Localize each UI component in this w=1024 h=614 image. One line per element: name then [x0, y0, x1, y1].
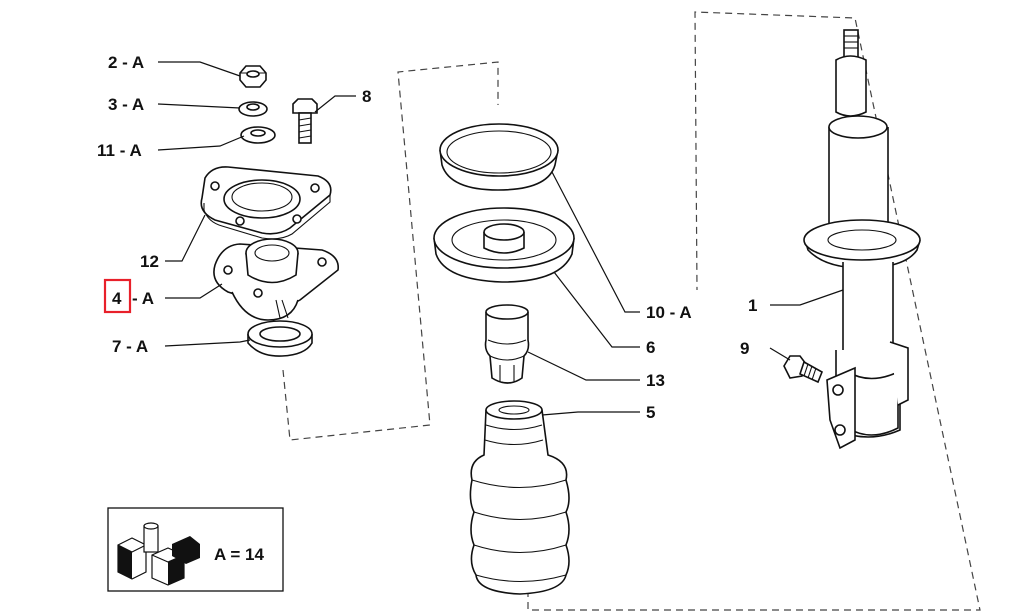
part-9-bolt[interactable] [783, 355, 824, 384]
callout-12: 12 [140, 252, 159, 271]
part-1-shock-absorber[interactable] [803, 29, 921, 450]
part-2-nut[interactable] [239, 65, 267, 88]
highlight-box [103, 278, 132, 314]
legend-text: A = 14 [214, 545, 264, 564]
part-3-washer[interactable] [238, 101, 268, 117]
callout-4-number: 4 [112, 289, 122, 308]
callout-7: 7 - A [112, 337, 148, 356]
assembly-dashed-frames [282, 11, 981, 611]
callout-4-suffix: - A [132, 289, 154, 308]
part-12-mount-plate[interactable] [200, 166, 332, 240]
part-7-bearing[interactable] [247, 320, 313, 357]
callout-3: 3 - A [108, 95, 144, 114]
callout-13: 13 [646, 371, 665, 390]
part-8-bolt[interactable] [292, 98, 318, 144]
callout-6: 6 [646, 338, 655, 357]
part-4-top-mount[interactable] [213, 238, 339, 321]
callout-10: 10 - A [646, 303, 692, 322]
part-5-dust-boot[interactable] [469, 400, 570, 595]
part-13-bump-stop[interactable] [484, 304, 530, 384]
callout-labels: 2 - A 3 - A 11 - A 8 12 4 - A 7 - A 10 -… [97, 53, 757, 422]
part-11-washer[interactable] [240, 126, 276, 144]
part-6-spring-seat[interactable] [433, 207, 575, 283]
callout-5: 5 [646, 403, 655, 422]
callout-8: 8 [362, 87, 371, 106]
callout-2: 2 - A [108, 53, 144, 72]
kit-boxes-icon [117, 522, 200, 586]
legend-box: A = 14 [107, 507, 284, 592]
callout-1: 1 [748, 296, 757, 315]
leader-lines [157, 61, 844, 416]
callout-9: 9 [740, 339, 749, 358]
part-10-ring-seal[interactable] [439, 123, 559, 191]
callout-11: 11 - A [97, 141, 142, 160]
